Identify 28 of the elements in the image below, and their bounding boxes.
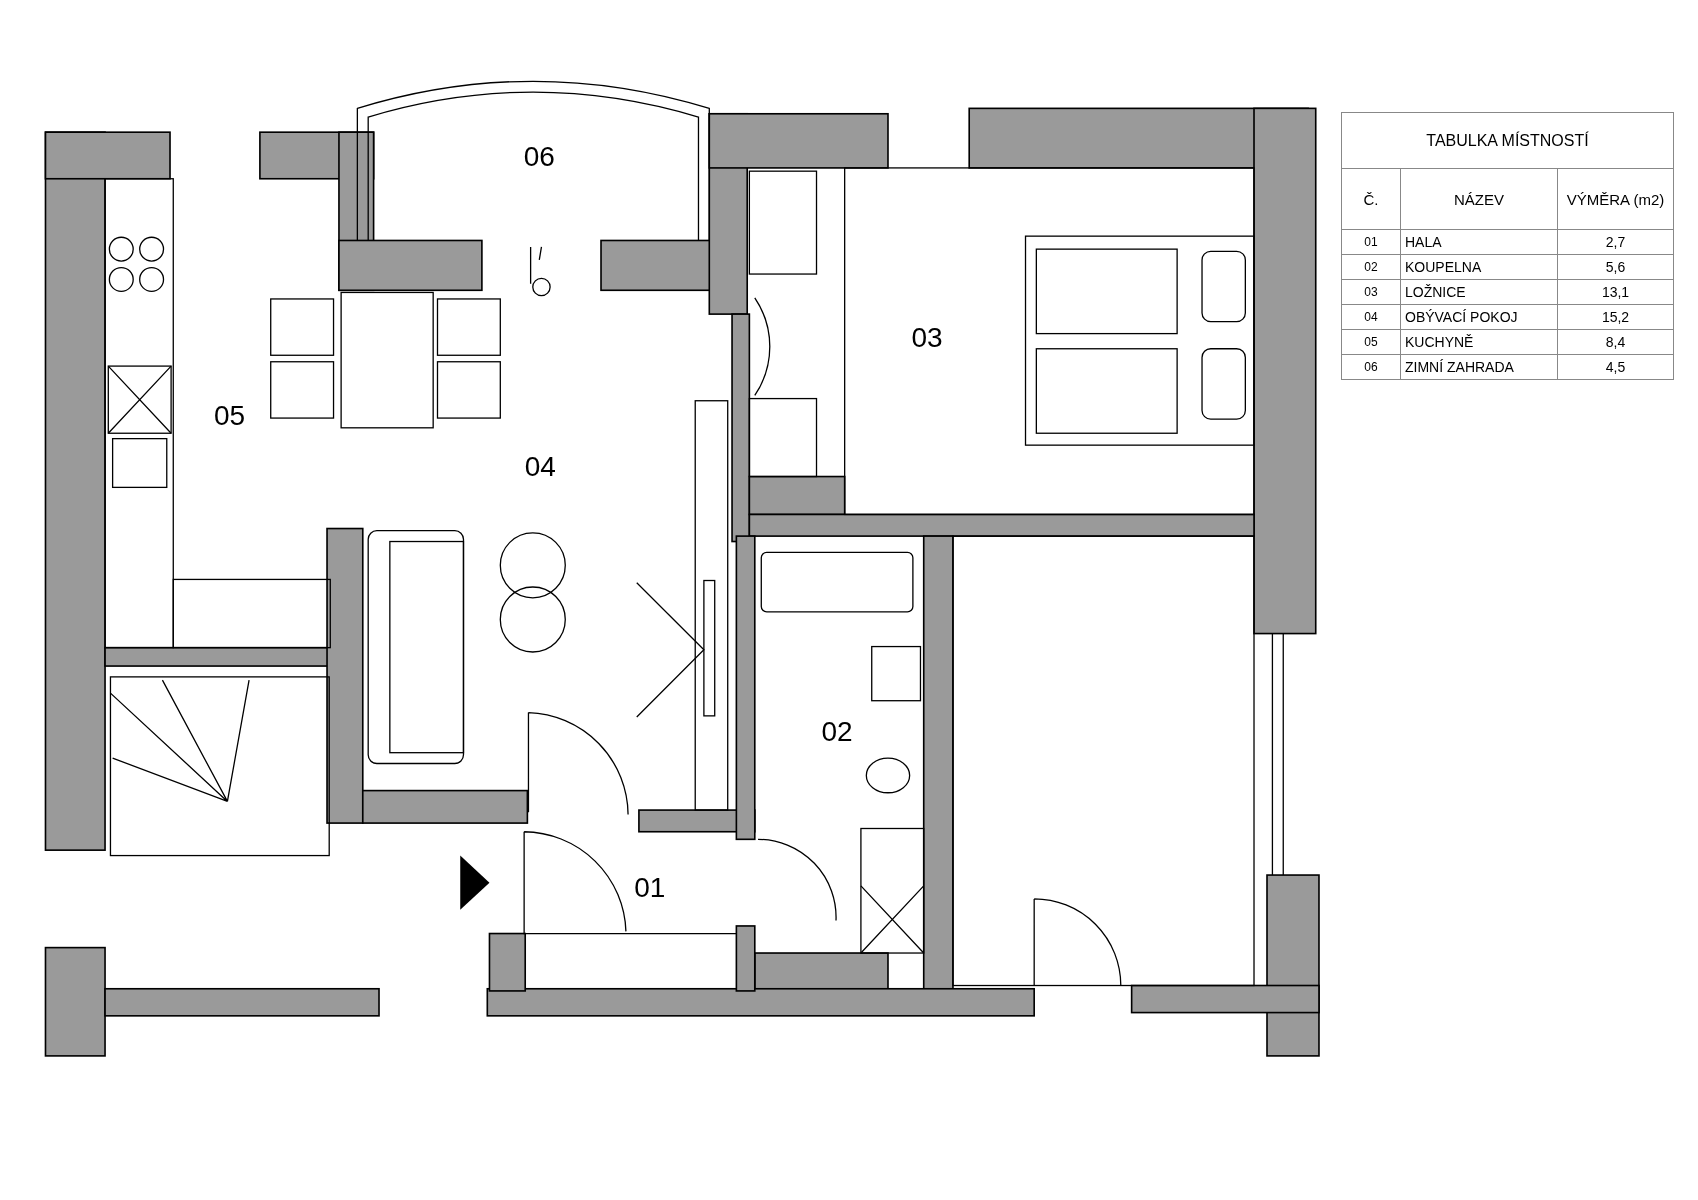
room-name: KOUPELNA [1401, 255, 1558, 279]
area-value: 8,4 [1604, 333, 1627, 352]
room-name: OBÝVACÍ POKOJ [1401, 305, 1558, 329]
column-header: NÁZEV [1401, 169, 1558, 229]
room-name: KUCHYNĚ [1401, 330, 1558, 354]
room-number: 05 [214, 399, 246, 432]
area-value: 15,2 [1600, 308, 1631, 327]
area-value: 4,5 [1604, 358, 1627, 377]
room-number: 02 [1342, 255, 1401, 279]
room-name: LOŽNICE [1401, 280, 1558, 304]
table-heading: TABULKA MÍSTNOSTÍ [1425, 130, 1590, 151]
area-value: 5,6 [1604, 258, 1627, 277]
room-number: 06 [1342, 355, 1401, 379]
room-number: 02 [821, 716, 853, 749]
room-number: 04 [524, 450, 556, 483]
area-value: 2,7 [1604, 233, 1627, 252]
area-value: 13,1 [1600, 283, 1631, 302]
room-number: 05 [1342, 330, 1401, 354]
room-number: 04 [1342, 305, 1401, 329]
room-number: 01 [634, 872, 666, 904]
room-number: 03 [1342, 280, 1401, 304]
room-number: 06 [523, 141, 555, 173]
column-header: VÝMĚRA (m2) [1565, 189, 1666, 210]
column-header: Č. [1342, 169, 1401, 229]
room-number: 01 [1342, 230, 1401, 254]
room-number: 03 [911, 321, 943, 354]
room-name: HALA [1401, 230, 1558, 254]
room-name: ZIMNÍ ZAHRADA [1401, 355, 1558, 379]
